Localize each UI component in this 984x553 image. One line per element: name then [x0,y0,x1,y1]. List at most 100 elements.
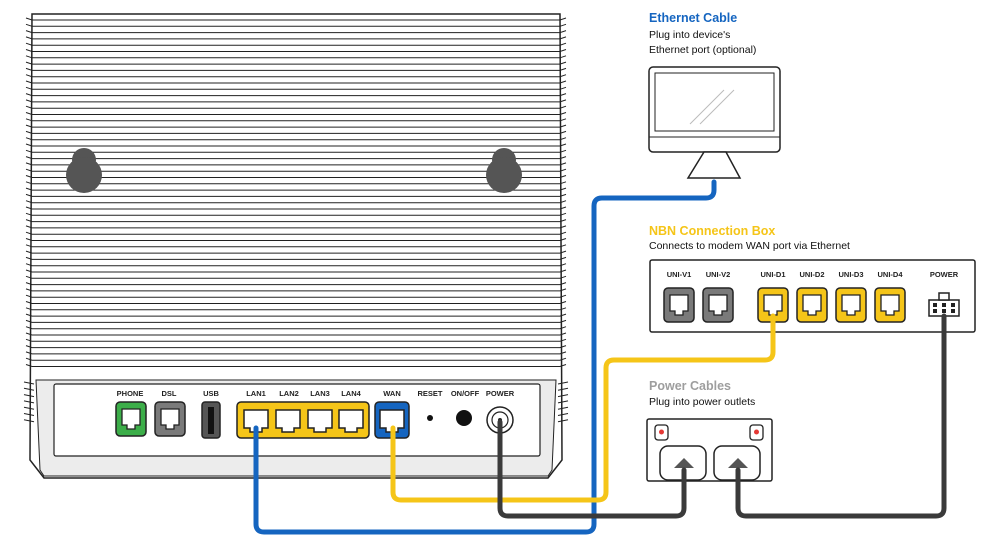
onoff-button[interactable] [456,410,472,426]
cooling-fin [25,74,567,78]
reset-button[interactable] [427,415,433,421]
label-lan4: LAN4 [341,389,361,398]
port-dsl[interactable] [154,401,186,437]
cooling-fin [25,250,567,254]
label-usb: USB [203,389,219,398]
modem-cooling-fins [23,17,569,423]
port-phone[interactable] [115,401,147,437]
port-uni-d4[interactable] [874,287,906,323]
mount-hole-right [486,148,522,193]
cooling-fin [25,193,567,197]
port-nbn-power[interactable] [928,292,960,317]
label-uni-d3: UNI-D3 [838,270,863,279]
port-uni-d3[interactable] [835,287,867,323]
power-cables-title: Power Cables [649,379,731,393]
cooling-fin [25,99,567,103]
outlet-left[interactable] [659,445,707,481]
port-lan4[interactable] [338,409,364,433]
port-lan2[interactable] [275,409,301,433]
power-cable-nbn [735,313,947,519]
cooling-fin [25,61,567,65]
cooling-fin [25,112,567,115]
cooling-fin [25,105,567,109]
cooling-fin [25,23,567,27]
label-uni-v1: UNI-V1 [667,270,692,279]
cooling-fin [557,413,569,416]
label-uni-d1: UNI-D1 [760,270,785,279]
port-lan3[interactable] [307,409,333,433]
cooling-fin [25,130,567,134]
nbn-box-subtitle: Connects to modem WAN port via Ethernet [649,240,850,252]
cooling-fin [23,394,35,398]
cooling-fin [25,200,567,204]
cooling-fin [25,143,567,147]
cooling-fin [25,319,567,323]
cooling-fin [25,282,567,286]
cooling-fin [25,294,567,298]
cooling-fin [25,187,567,191]
cooling-fin [23,419,35,423]
cooling-fin [25,175,567,178]
cooling-fin [25,345,567,349]
cooling-fin [25,17,567,21]
cooling-fin [25,351,567,355]
cooling-fin [23,381,35,385]
cooling-fin [25,55,567,59]
port-uni-d1[interactable] [757,287,789,323]
cooling-fin [557,419,569,423]
label-uni-d2: UNI-D2 [799,270,824,279]
port-uni-v2[interactable] [702,287,734,323]
cooling-fin [25,364,567,367]
port-uni-d2[interactable] [796,287,828,323]
ethernet-cable-line1: Plug into device's [649,29,731,41]
label-uni-d4: UNI-D4 [877,270,903,279]
cooling-fin [25,219,567,223]
cooling-fin [25,244,567,248]
cooling-fin [23,406,35,410]
cooling-fin [25,231,567,235]
cooling-fin [25,67,567,71]
cooling-fin [25,42,567,46]
cooling-fin [25,212,567,216]
port-lan1[interactable] [243,409,269,433]
ethernet-cable-line2: Ethernet port (optional) [649,44,757,56]
port-usb[interactable] [201,401,221,439]
label-wan: WAN [383,389,401,398]
cooling-fin [23,387,35,391]
cooling-fin [557,381,569,385]
label-lan3: LAN3 [310,389,330,398]
cooling-fin [25,338,567,342]
cooling-fin [25,36,567,40]
cooling-fin [25,301,567,304]
ethernet-cable-yellow [390,313,776,503]
port-wan[interactable] [374,401,410,439]
cooling-fin [557,387,569,391]
cooling-fin [25,118,567,122]
cooling-fin [557,400,569,404]
cooling-fin [25,238,567,241]
cooling-fin [25,49,567,52]
cooling-fin [25,206,567,210]
outlet-switch-right[interactable] [749,424,764,441]
mount-hole-left [66,148,102,193]
cooling-fin [23,413,35,416]
power-cable-modem [497,419,687,519]
label-reset: RESET [417,389,442,398]
label-nbn-power: POWER [930,270,959,279]
cooling-fin [25,124,567,128]
cooling-fin [25,332,567,336]
label-lan2: LAN2 [279,389,299,398]
cooling-fin [25,86,567,90]
power-cables-subtitle: Plug into power outlets [649,396,756,408]
cooling-fin [25,80,567,84]
outlet-switch-left[interactable] [654,424,669,441]
ethernet-cable-blue [253,179,717,535]
cooling-fin [25,288,567,292]
ethernet-cable-title: Ethernet Cable [649,11,738,25]
cooling-fin [25,181,567,185]
cooling-fin [25,313,567,317]
port-uni-v1[interactable] [663,287,695,323]
cooling-fin [25,30,567,34]
cooling-fin [25,326,567,330]
